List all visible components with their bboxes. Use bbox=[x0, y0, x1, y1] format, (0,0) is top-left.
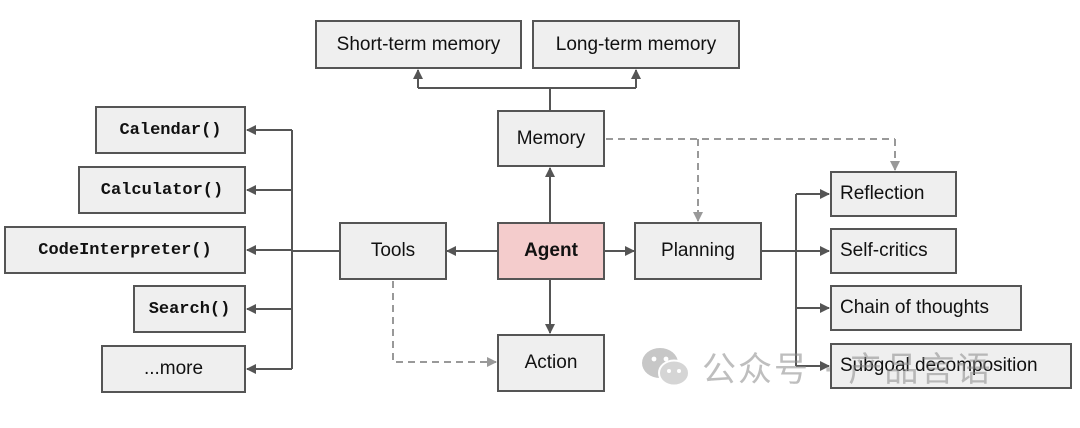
reflection-box: Reflection bbox=[830, 171, 957, 217]
edge-memory-planning-dashed bbox=[606, 138, 895, 220]
edge-tools-bus bbox=[291, 130, 340, 369]
chain-of-thoughts-box: Chain of thoughts bbox=[830, 285, 1022, 331]
subgoal-decomposition-box: Subgoal decomposition bbox=[830, 343, 1072, 389]
calendar-tool-box: Calendar() bbox=[95, 106, 246, 154]
agent-box: Agent bbox=[497, 222, 605, 280]
edge-memory-branch bbox=[418, 87, 636, 110]
calculator-tool-box: Calculator() bbox=[78, 166, 246, 214]
action-box: Action bbox=[497, 334, 605, 392]
more-tools-box: ...more bbox=[101, 345, 246, 393]
edge-tools-action-dashed bbox=[392, 281, 497, 367]
long-term-memory-box: Long-term memory bbox=[532, 20, 740, 69]
edge-planning-bus bbox=[762, 194, 797, 366]
tools-box: Tools bbox=[339, 222, 447, 280]
short-term-memory-box: Short-term memory bbox=[315, 20, 522, 69]
planning-box: Planning bbox=[634, 222, 762, 280]
codeinterpreter-tool-box: CodeInterpreter() bbox=[4, 226, 246, 274]
self-critics-box: Self-critics bbox=[830, 228, 957, 274]
search-tool-box: Search() bbox=[133, 285, 246, 333]
memory-box: Memory bbox=[497, 110, 605, 167]
